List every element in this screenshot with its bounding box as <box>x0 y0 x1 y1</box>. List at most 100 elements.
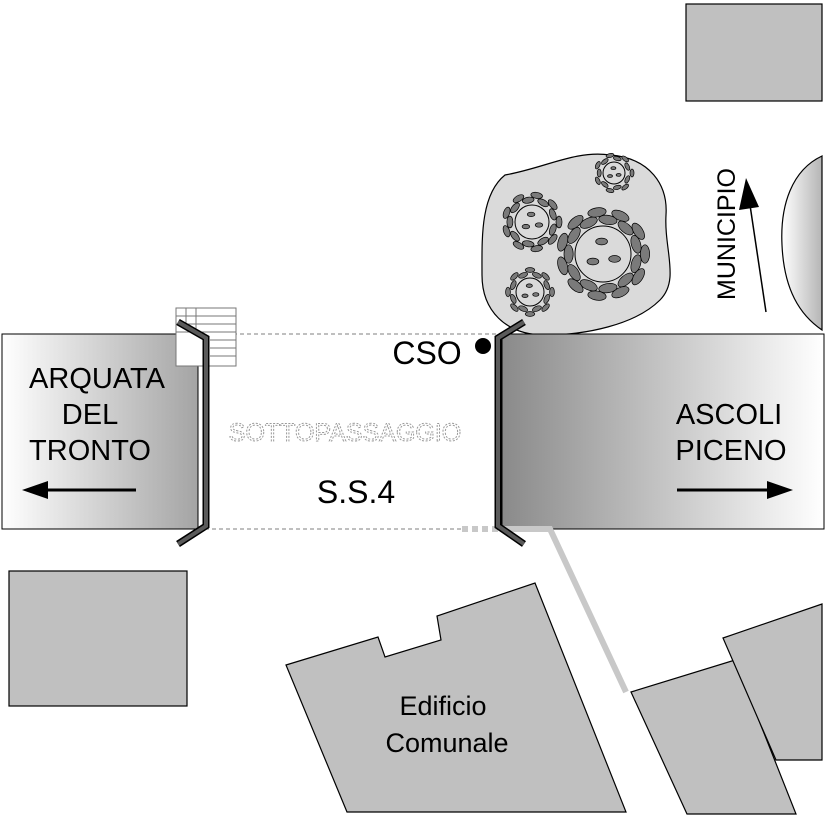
park-area <box>481 153 671 336</box>
east-label-line2: PICENO <box>675 435 786 467</box>
tree-leaf <box>549 286 555 298</box>
pedestrian-path <box>500 526 629 694</box>
tree-leaf <box>543 280 550 290</box>
west-label-line2: DEL <box>62 399 118 431</box>
tree-leaf <box>521 293 529 298</box>
building-bottom-right-a <box>630 659 797 815</box>
tree-leaf <box>510 202 520 214</box>
tree-leaf <box>563 244 574 264</box>
tree-leaf <box>601 158 609 165</box>
tree-leaf <box>537 198 549 208</box>
building-top-right <box>685 3 823 102</box>
tree-leaf <box>541 272 550 281</box>
tree-leaf <box>532 272 542 279</box>
tree-leaf <box>518 272 528 279</box>
tree-leaf <box>567 264 581 282</box>
tree-leaf <box>630 254 642 273</box>
tree-leaf <box>534 222 544 228</box>
cso-point-marker <box>475 338 491 354</box>
tree-leaf <box>617 220 634 236</box>
tree-leaf <box>532 305 542 312</box>
west-label-line3: TRONTO <box>29 435 151 467</box>
tree-leaf <box>502 206 511 219</box>
dome-shape <box>781 155 823 332</box>
underpass-wall-west-inner <box>176 320 208 546</box>
tree-leaf <box>594 176 601 185</box>
building-comunale <box>285 582 627 813</box>
east-label-line1: ASCOLI <box>676 399 782 431</box>
tree-leaf <box>605 153 615 158</box>
tree-leaf <box>537 236 549 246</box>
road-east <box>501 333 825 530</box>
tree-canopy-1 <box>502 191 563 253</box>
tree-leaf <box>526 211 536 217</box>
tree-leaf <box>610 166 617 170</box>
tree-canopy-3 <box>594 153 635 193</box>
tree-leaf <box>579 216 598 229</box>
tree-leaf <box>608 255 621 263</box>
underpass-label: SOTTOPASSAGGIO <box>229 419 461 447</box>
tree-leaf <box>505 286 511 298</box>
tree-leaf <box>510 303 519 312</box>
tree-leaf <box>607 174 613 178</box>
building-bottom-right-b <box>722 603 823 761</box>
tree-leaf <box>555 215 563 229</box>
building-bottom-left <box>8 570 188 707</box>
tree-leaf <box>522 240 535 248</box>
tree-leaf <box>518 305 528 312</box>
tree-leaf <box>522 196 535 204</box>
tree-leaf <box>640 244 650 264</box>
tree-leaf <box>605 188 615 193</box>
arrow-west-icon <box>22 481 136 499</box>
tree-leaf <box>621 183 629 191</box>
municipio-label: MUNICIPIO <box>713 168 741 300</box>
tree-leaf <box>530 191 543 199</box>
tree-leaf <box>594 161 601 170</box>
tree-leaf <box>567 226 581 244</box>
tree-leaf <box>611 209 630 222</box>
tree-leaf <box>510 272 519 281</box>
arrow-east-icon <box>677 481 793 499</box>
tree-leaf <box>615 173 622 177</box>
tree-leaf <box>595 237 608 246</box>
underpass-wall-east-inner <box>496 320 526 546</box>
tree-leaf <box>502 225 511 238</box>
tree-leaf <box>524 311 536 317</box>
tree-leaf <box>631 222 645 240</box>
tree-leaf <box>631 268 645 286</box>
tree-leaf <box>548 208 557 221</box>
tree-canopy-2 <box>557 207 650 301</box>
tree-canopy-4 <box>505 267 555 317</box>
tree-leaf <box>506 215 514 229</box>
tree-leaf <box>557 232 569 252</box>
tree-leaf <box>621 155 629 163</box>
tree-leaf <box>579 279 598 292</box>
tree-leaf <box>630 235 642 254</box>
tree-leaf <box>510 294 517 304</box>
tree-leaf <box>557 256 569 276</box>
tree-leaf <box>598 214 618 225</box>
tree-leaf <box>567 278 584 294</box>
tree-leaf <box>524 267 536 273</box>
building-label-line2: Comunale <box>385 728 508 758</box>
tree-leaf <box>601 181 609 188</box>
arrow-municipio-icon <box>739 178 767 313</box>
tree-leaf <box>598 283 618 294</box>
tree-leaf <box>547 234 558 245</box>
tree-leaf <box>530 245 543 253</box>
tree-leaf <box>525 283 533 288</box>
tree-leaf <box>541 303 550 312</box>
tree-leaf <box>624 175 631 184</box>
tree-leaf <box>567 214 584 230</box>
road-label: S.S.4 <box>317 474 395 510</box>
tree-leaf <box>624 162 631 171</box>
tree-leaf <box>617 272 634 288</box>
tree-leaf <box>510 280 517 290</box>
tree-leaf <box>587 290 607 301</box>
road-west <box>1 333 199 530</box>
tree-leaf <box>532 292 540 297</box>
tree-leaf <box>512 241 525 250</box>
tree-leaf <box>586 257 600 266</box>
tree-leaf <box>547 199 558 210</box>
tree-leaf <box>512 194 525 203</box>
